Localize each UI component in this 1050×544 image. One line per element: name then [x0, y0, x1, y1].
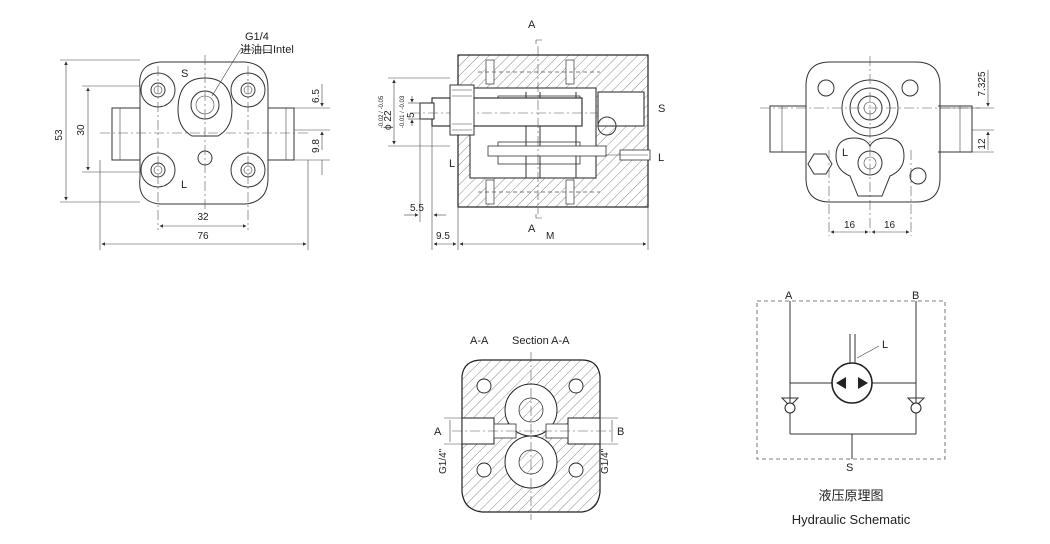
section-aa-view: A-A Section A-A A B G1/4" G1/4" — [434, 335, 624, 520]
port-s-label: S — [181, 68, 188, 80]
section-mark-bottom: A — [528, 223, 536, 235]
section-aa-label: A-A — [470, 335, 489, 347]
dim-shaft-offset: 5.5 — [410, 203, 424, 214]
shaft-dia: ϕ 22 — [383, 110, 394, 130]
section-title: Section A-A — [512, 335, 570, 347]
schematic-port-l: L — [882, 339, 888, 351]
shaft-end-dia: 5 — [406, 112, 417, 118]
dim-length: M — [546, 231, 554, 242]
side-view: L 7.325 12 16 16 — [760, 56, 994, 236]
dim-right-16: 16 — [884, 220, 896, 231]
port-thread-label: G1/4 — [245, 31, 269, 43]
dim-flange: 9.5 — [436, 231, 450, 242]
schematic-port-a: A — [785, 290, 793, 302]
schematic-port-s: S — [846, 462, 853, 474]
dim-right-top: 6.5 — [311, 89, 322, 103]
dim-width: 76 — [197, 231, 209, 242]
schematic-caption-en: Hydraulic Schematic — [792, 512, 911, 527]
dim-bolt-spacing: 32 — [197, 212, 209, 223]
dim-right-mid: 9.8 — [311, 139, 322, 153]
port-l-right-label: L — [658, 152, 664, 164]
inlet-label: 进油口Intel — [240, 42, 294, 56]
section-mark-top: A — [528, 19, 536, 31]
dim-left-16: 16 — [844, 220, 856, 231]
dim-top: 7.325 — [977, 71, 988, 96]
schematic-port-b: B — [912, 290, 919, 302]
pump-symbol — [831, 362, 873, 404]
port-b-label: B — [617, 426, 624, 438]
side-port-l-label: L — [842, 147, 848, 159]
dim-right: 12 — [977, 138, 988, 150]
port-l-label: L — [181, 179, 187, 191]
shaft-dia-tolerance: -0.02 / -0.05 — [379, 95, 385, 128]
thread-right-label: G1/4" — [600, 448, 611, 474]
port-a-label: A — [434, 426, 442, 438]
schematic-boundary — [756, 300, 946, 460]
port-l-left-label: L — [449, 158, 455, 170]
port-s-label: S — [658, 103, 665, 115]
dim-height: 53 — [54, 129, 65, 141]
schematic-caption-cn: 液压原理图 — [818, 488, 883, 503]
hydraulic-schematic: A B S L 液压原理图 Hydraulic Schematic — [756, 290, 946, 527]
shaft-end-tolerance: -0.01 / -0.03 — [400, 95, 406, 128]
front-view-body — [100, 55, 310, 230]
section-view: A A S L L ϕ 22 -0.02 / -0.05 5 -0.01 / -… — [379, 19, 665, 250]
dim-inner-height: 30 — [76, 124, 87, 136]
front-view: G1/4 进油口Intel S L 53 30 6.5 9.8 32 76 — [54, 31, 330, 250]
thread-left-label: G1/4" — [438, 448, 449, 474]
